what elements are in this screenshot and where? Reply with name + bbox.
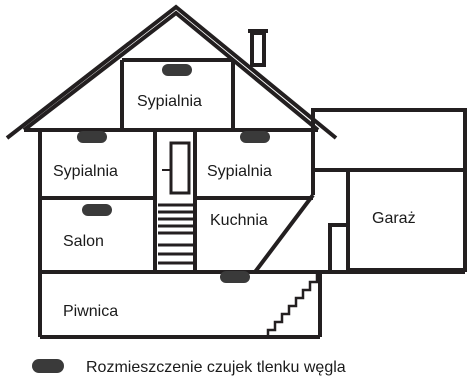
basement-stairs	[266, 274, 319, 337]
label-attic-bedroom: Sypialnia	[137, 93, 202, 110]
garage-door-step	[328, 223, 348, 272]
detector-right-bedroom	[240, 131, 270, 143]
detectors	[77, 64, 270, 283]
label-kitchen: Kuchnia	[210, 212, 268, 229]
label-garage: Garaż	[372, 210, 416, 227]
label-basement: Piwnica	[63, 303, 118, 320]
interior-stairs	[158, 203, 193, 265]
roof-inner-line	[22, 10, 320, 132]
kitchen-slant-wall	[195, 193, 315, 274]
stair-window	[169, 141, 191, 195]
detector-attic	[162, 64, 192, 76]
detector-living-room	[82, 204, 112, 216]
garage-box	[311, 108, 467, 172]
detector-left-bedroom	[77, 131, 107, 143]
co-detector-marker-icon	[32, 359, 64, 373]
chimney	[250, 31, 266, 67]
label-right-bedroom: Sypialnia	[207, 163, 272, 180]
label-living-room: Salon	[63, 233, 104, 250]
legend-label: Rozmieszczenie czujek tlenku węgla	[86, 359, 346, 376]
detector-basement	[220, 271, 250, 283]
roof-outline	[5, 4, 338, 140]
label-left-bedroom: Sypialnia	[53, 163, 118, 180]
